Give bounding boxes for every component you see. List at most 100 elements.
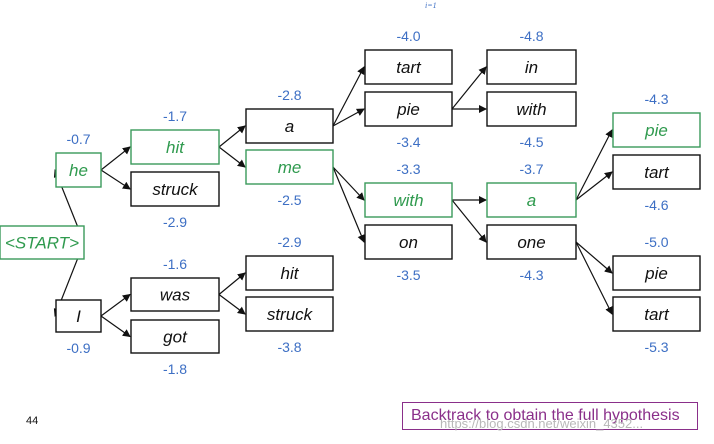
node-tart2: tart-4.6 (612, 154, 701, 213)
node-box (55, 152, 102, 188)
node-label: pie (396, 100, 420, 119)
node-he: he -0.7 (55, 131, 102, 188)
node-score: -4.3 (519, 267, 543, 283)
node-score: -3.5 (396, 267, 420, 283)
node-label: struck (152, 180, 199, 199)
node-label: a (285, 117, 294, 136)
edge-he-to-struck1 (100, 169, 131, 190)
node-box (486, 224, 577, 260)
node-score: -2.8 (277, 87, 301, 103)
node-pie1: pie -3.4 (364, 91, 453, 150)
node-tart3: tart -5.3 (612, 296, 701, 355)
node-score: -2.5 (277, 192, 301, 208)
node-label: one (517, 233, 545, 252)
edge-a2-to-tart2 (575, 171, 613, 201)
node-score: -3.3 (396, 161, 420, 177)
node-struck1: struck -2.9 (130, 171, 220, 230)
edge-me-to-on (332, 166, 366, 243)
node-pie2: pie-4.3 (612, 91, 701, 148)
node-box (364, 49, 453, 85)
backtrack-callout: Backtrack to obtain the full hypothesis (402, 402, 698, 430)
edge-hit1-to-a1 (218, 125, 246, 148)
node-start: <START> (0, 225, 85, 260)
node-got: got-1.8 (130, 319, 220, 377)
node-label: tart (396, 58, 422, 77)
node-score: -3.4 (396, 134, 420, 150)
node-was: was-1.6 (130, 256, 220, 312)
node-box (245, 296, 334, 332)
node-label: was (160, 286, 191, 305)
node-label: I (76, 307, 81, 326)
node-with2: with-4.5 (486, 91, 577, 150)
edge-a1-to-tart1 (332, 66, 365, 127)
node-score: -3.8 (277, 339, 301, 355)
node-box (130, 319, 220, 354)
edge-he-to-hit1 (100, 146, 131, 171)
node-label: hit (166, 138, 185, 157)
node-box (364, 224, 453, 260)
node-box (130, 277, 220, 312)
edge-hit1-to-me (218, 146, 246, 168)
node-box (0, 225, 85, 260)
node-one: one -4.3 (486, 224, 577, 283)
node-label: me (278, 158, 302, 177)
node-label: in (525, 58, 538, 77)
node-score: -1.7 (163, 108, 187, 124)
node-label: he (69, 161, 88, 180)
edge-me-to-with1 (332, 166, 365, 201)
node-score: -0.9 (66, 340, 90, 356)
node-in: in -4.8 (486, 28, 577, 85)
edge-was-to-struck2 (218, 294, 246, 315)
node-label: got (163, 328, 188, 347)
node-label: with (393, 191, 423, 210)
node-box (612, 296, 701, 332)
node-box (612, 112, 701, 148)
node-hit1: hit -1.7 (130, 108, 220, 165)
edge-was-to-hit2 (218, 272, 246, 295)
node-box (245, 255, 334, 291)
node-a2: a -3.7 (486, 161, 577, 218)
node-score: -2.9 (277, 234, 301, 250)
node-score: -4.5 (519, 134, 543, 150)
node-score: -4.8 (519, 28, 543, 44)
node-label: pie (644, 264, 668, 283)
watermark: https://blog.csdn.net/weixin_4352... (440, 416, 644, 431)
node-box (486, 182, 577, 218)
edge-pie1-to-in (451, 66, 487, 110)
node-on: on -3.5 (364, 224, 453, 283)
node-me: me -2.5 (245, 149, 334, 208)
node-box (364, 182, 453, 218)
edges-layer (53, 66, 613, 338)
node-pie3: pie -5.0 (612, 234, 701, 291)
node-box (486, 49, 577, 85)
node-label: a (527, 191, 536, 210)
node-box (364, 91, 453, 127)
node-score: -0.7 (66, 131, 90, 147)
edge-a2-to-pie2 (575, 129, 613, 201)
node-label: on (399, 233, 418, 252)
node-hit2: hit-2.9 (245, 234, 334, 291)
node-box (245, 149, 334, 185)
nodes-layer: <START> he -0.7I -0.9 hit -1.7 struck -2.9 was-1… (0, 28, 701, 377)
node-score: -2.9 (163, 214, 187, 230)
edge-I-to-was (100, 293, 131, 317)
node-label: struck (267, 305, 314, 324)
node-label: <START> (5, 234, 79, 253)
node-score: -5.3 (644, 339, 668, 355)
slide-number: 44 (26, 415, 39, 427)
node-box (486, 91, 577, 127)
node-box (612, 154, 701, 190)
edge-one-to-tart3 (575, 241, 613, 315)
node-box (130, 129, 220, 165)
node-score: -5.0 (644, 234, 668, 250)
node-tart1: tart -4.0 (364, 28, 453, 85)
node-score: -3.7 (519, 161, 543, 177)
edge-one-to-pie3 (575, 241, 613, 274)
node-score: -4.6 (644, 197, 668, 213)
node-label: tart (644, 305, 670, 324)
node-score: -4.0 (396, 28, 420, 44)
node-struck2: struck -3.8 (245, 296, 334, 355)
edge-a1-to-pie1 (332, 108, 365, 127)
node-box (612, 255, 701, 291)
